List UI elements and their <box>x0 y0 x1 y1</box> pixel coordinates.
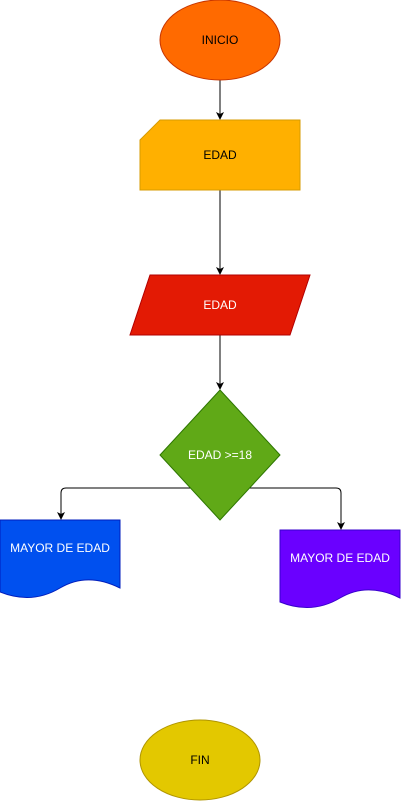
decision-node-label: EDAD >=18 <box>188 448 252 462</box>
decision-node[interactable]: EDAD >=18 <box>159 389 281 521</box>
right-output-node-shape <box>279 529 401 609</box>
end-node[interactable]: FIN <box>139 719 261 801</box>
edge-decision-to-right-output <box>245 487 345 530</box>
process-node-label: EDAD <box>203 298 237 312</box>
edge-decision-to-left-output <box>57 487 195 520</box>
start-node[interactable]: INICIO <box>159 0 281 81</box>
end-node-label: FIN <box>190 753 209 767</box>
edges <box>57 80 345 530</box>
input-node-shape <box>139 119 301 191</box>
left-output-node-shape <box>0 519 121 599</box>
input-node[interactable]: EDAD <box>139 119 301 191</box>
process-node[interactable]: EDAD <box>129 274 311 336</box>
start-node-label: INICIO <box>202 33 239 47</box>
process-node-shape <box>129 274 311 336</box>
left-output-node-label: MAYOR DE EDAD <box>10 541 110 555</box>
left-output-node[interactable]: MAYOR DE EDAD <box>0 519 121 599</box>
decision-node-shape <box>159 389 281 521</box>
end-node-shape <box>139 719 261 801</box>
right-output-node-label: MAYOR DE EDAD <box>290 551 390 565</box>
input-node-label: EDAD <box>203 148 237 162</box>
right-output-node[interactable]: MAYOR DE EDAD <box>279 529 401 609</box>
start-node-shape <box>159 0 281 81</box>
